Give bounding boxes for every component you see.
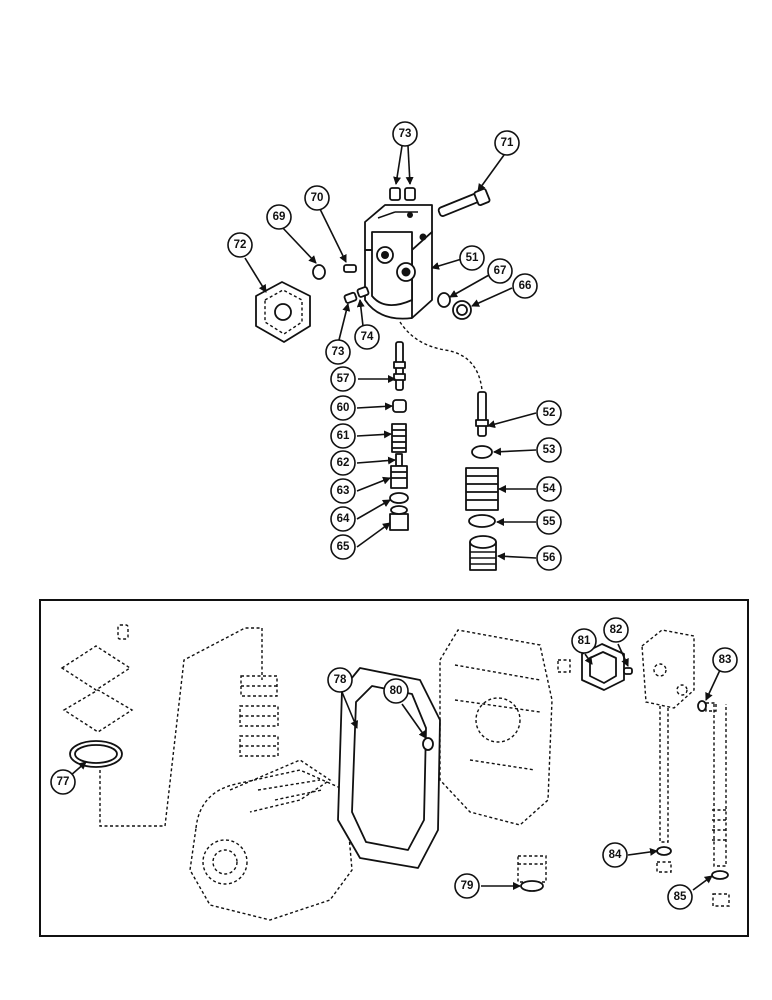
callout-81: 81	[571, 628, 597, 654]
bolt-part	[437, 187, 491, 217]
callout-78: 78	[327, 667, 353, 693]
plug-part	[343, 291, 358, 304]
svg-text:70: 70	[311, 192, 324, 204]
svg-text:67: 67	[494, 265, 507, 277]
svg-text:62: 62	[337, 457, 350, 469]
callout-82: 82	[603, 617, 629, 643]
callout-53: 53	[536, 437, 562, 463]
svg-text:69: 69	[273, 211, 286, 223]
callout-80: 80	[383, 678, 409, 704]
svg-text:60: 60	[337, 402, 350, 414]
svg-text:82: 82	[610, 624, 623, 636]
callout-72: 72	[227, 232, 253, 258]
callout-65: 65	[330, 534, 356, 560]
callout-79: 79	[454, 873, 480, 899]
callout-70: 70	[304, 185, 330, 211]
svg-text:79: 79	[461, 880, 474, 892]
assembly-frame	[39, 599, 749, 937]
o-ring-part	[437, 292, 451, 308]
svg-text:77: 77	[57, 776, 70, 788]
left-valve-stack	[389, 341, 409, 531]
callout-64: 64	[330, 506, 356, 532]
svg-text:56: 56	[543, 552, 556, 564]
callout-84: 84	[602, 842, 628, 868]
callout-85: 85	[667, 884, 693, 910]
callout-54: 54	[536, 476, 562, 502]
svg-text:78: 78	[334, 674, 347, 686]
callout-67: 67	[487, 258, 513, 284]
callout-71: 71	[494, 130, 520, 156]
svg-text:54: 54	[543, 483, 556, 495]
svg-text:73: 73	[332, 346, 345, 358]
plug-part	[452, 300, 472, 320]
plug-part	[389, 187, 416, 201]
upper-exploded-view	[244, 145, 537, 571]
svg-text:85: 85	[674, 891, 687, 903]
svg-text:81: 81	[578, 635, 591, 647]
leader-lines-upper	[244, 145, 537, 561]
callout-62: 62	[330, 450, 356, 476]
svg-text:84: 84	[609, 849, 622, 861]
svg-text:63: 63	[337, 485, 350, 497]
plug-part	[343, 264, 357, 273]
svg-text:52: 52	[543, 407, 556, 419]
callout-57: 57	[330, 366, 356, 392]
svg-text:53: 53	[543, 444, 556, 456]
callout-61: 61	[330, 423, 356, 449]
svg-text:80: 80	[390, 685, 403, 697]
cover-plate-part	[255, 281, 311, 343]
svg-text:74: 74	[361, 331, 374, 343]
right-valve-stack	[465, 391, 499, 571]
svg-text:66: 66	[519, 280, 532, 292]
o-ring-part	[312, 264, 326, 280]
callout-69: 69	[266, 204, 292, 230]
lower-assembly-view	[60, 624, 730, 921]
valve-body-part	[364, 204, 433, 320]
svg-text:73: 73	[399, 128, 412, 140]
svg-text:51: 51	[466, 252, 479, 264]
svg-text:64: 64	[337, 513, 350, 525]
callout-63: 63	[330, 478, 356, 504]
svg-text:71: 71	[501, 137, 514, 149]
svg-text:55: 55	[543, 516, 556, 528]
callout-52: 52	[536, 400, 562, 426]
callout-55: 55	[536, 509, 562, 535]
assembly-centerline	[399, 321, 483, 391]
svg-text:83: 83	[719, 654, 732, 666]
callout-73-side: 73	[325, 339, 351, 365]
plug-part	[356, 286, 370, 298]
callout-60: 60	[330, 395, 356, 421]
svg-text:65: 65	[337, 541, 350, 553]
callout-56: 56	[536, 545, 562, 571]
svg-text:61: 61	[337, 430, 350, 442]
callout-73-top: 73	[392, 121, 418, 147]
callout-74: 74	[354, 324, 380, 350]
callout-66: 66	[512, 273, 538, 299]
svg-text:72: 72	[234, 239, 247, 251]
callout-51: 51	[459, 245, 485, 271]
callout-77: 77	[50, 769, 76, 795]
svg-text:57: 57	[337, 373, 350, 385]
callout-83: 83	[712, 647, 738, 673]
